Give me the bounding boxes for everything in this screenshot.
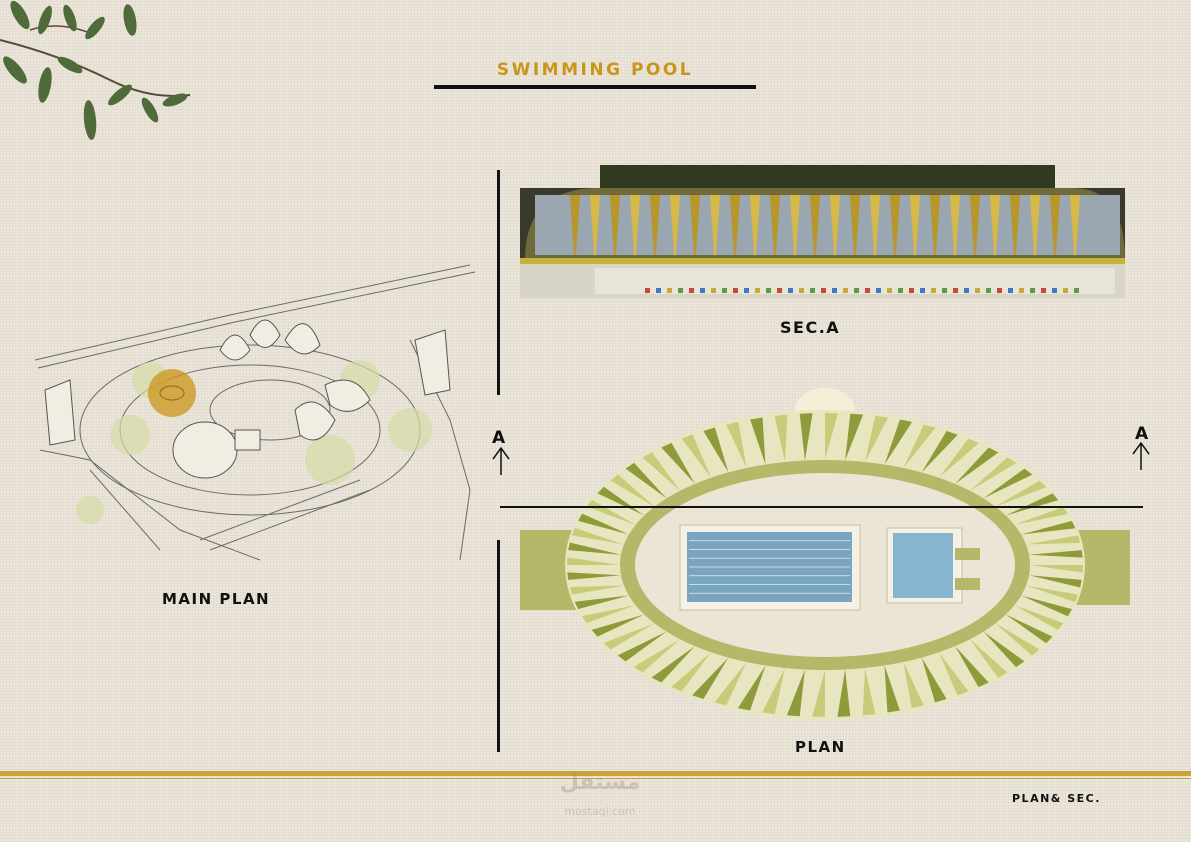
watermark-url: mostaql.com (564, 805, 636, 818)
section-marker-left: A (492, 428, 506, 448)
plan-label: PLAN (795, 738, 846, 756)
title-underline (434, 85, 756, 89)
section-guide-line-top (497, 170, 500, 395)
watermark-brand: مستقل (559, 770, 641, 795)
section-cut-line (500, 506, 1143, 508)
section-a-drawing (520, 165, 1125, 298)
section-label: SEC.A (780, 318, 841, 337)
olive-branch-icon (0, 0, 191, 140)
section-guide-line-bottom (497, 540, 500, 752)
main-plan-label: MAIN PLAN (162, 590, 271, 608)
page-title: SWIMMING POOL (496, 60, 694, 80)
floor-plan (520, 388, 1130, 720)
section-marker-right: A (1135, 424, 1149, 444)
main-site-plan (34, 264, 476, 561)
arrow-up-icon (1132, 441, 1150, 470)
footer-label: PLAN& SEC. (1012, 792, 1101, 805)
arrow-up-icon (492, 446, 510, 475)
footer-band (0, 771, 1191, 776)
footer-band-line (0, 778, 1191, 779)
